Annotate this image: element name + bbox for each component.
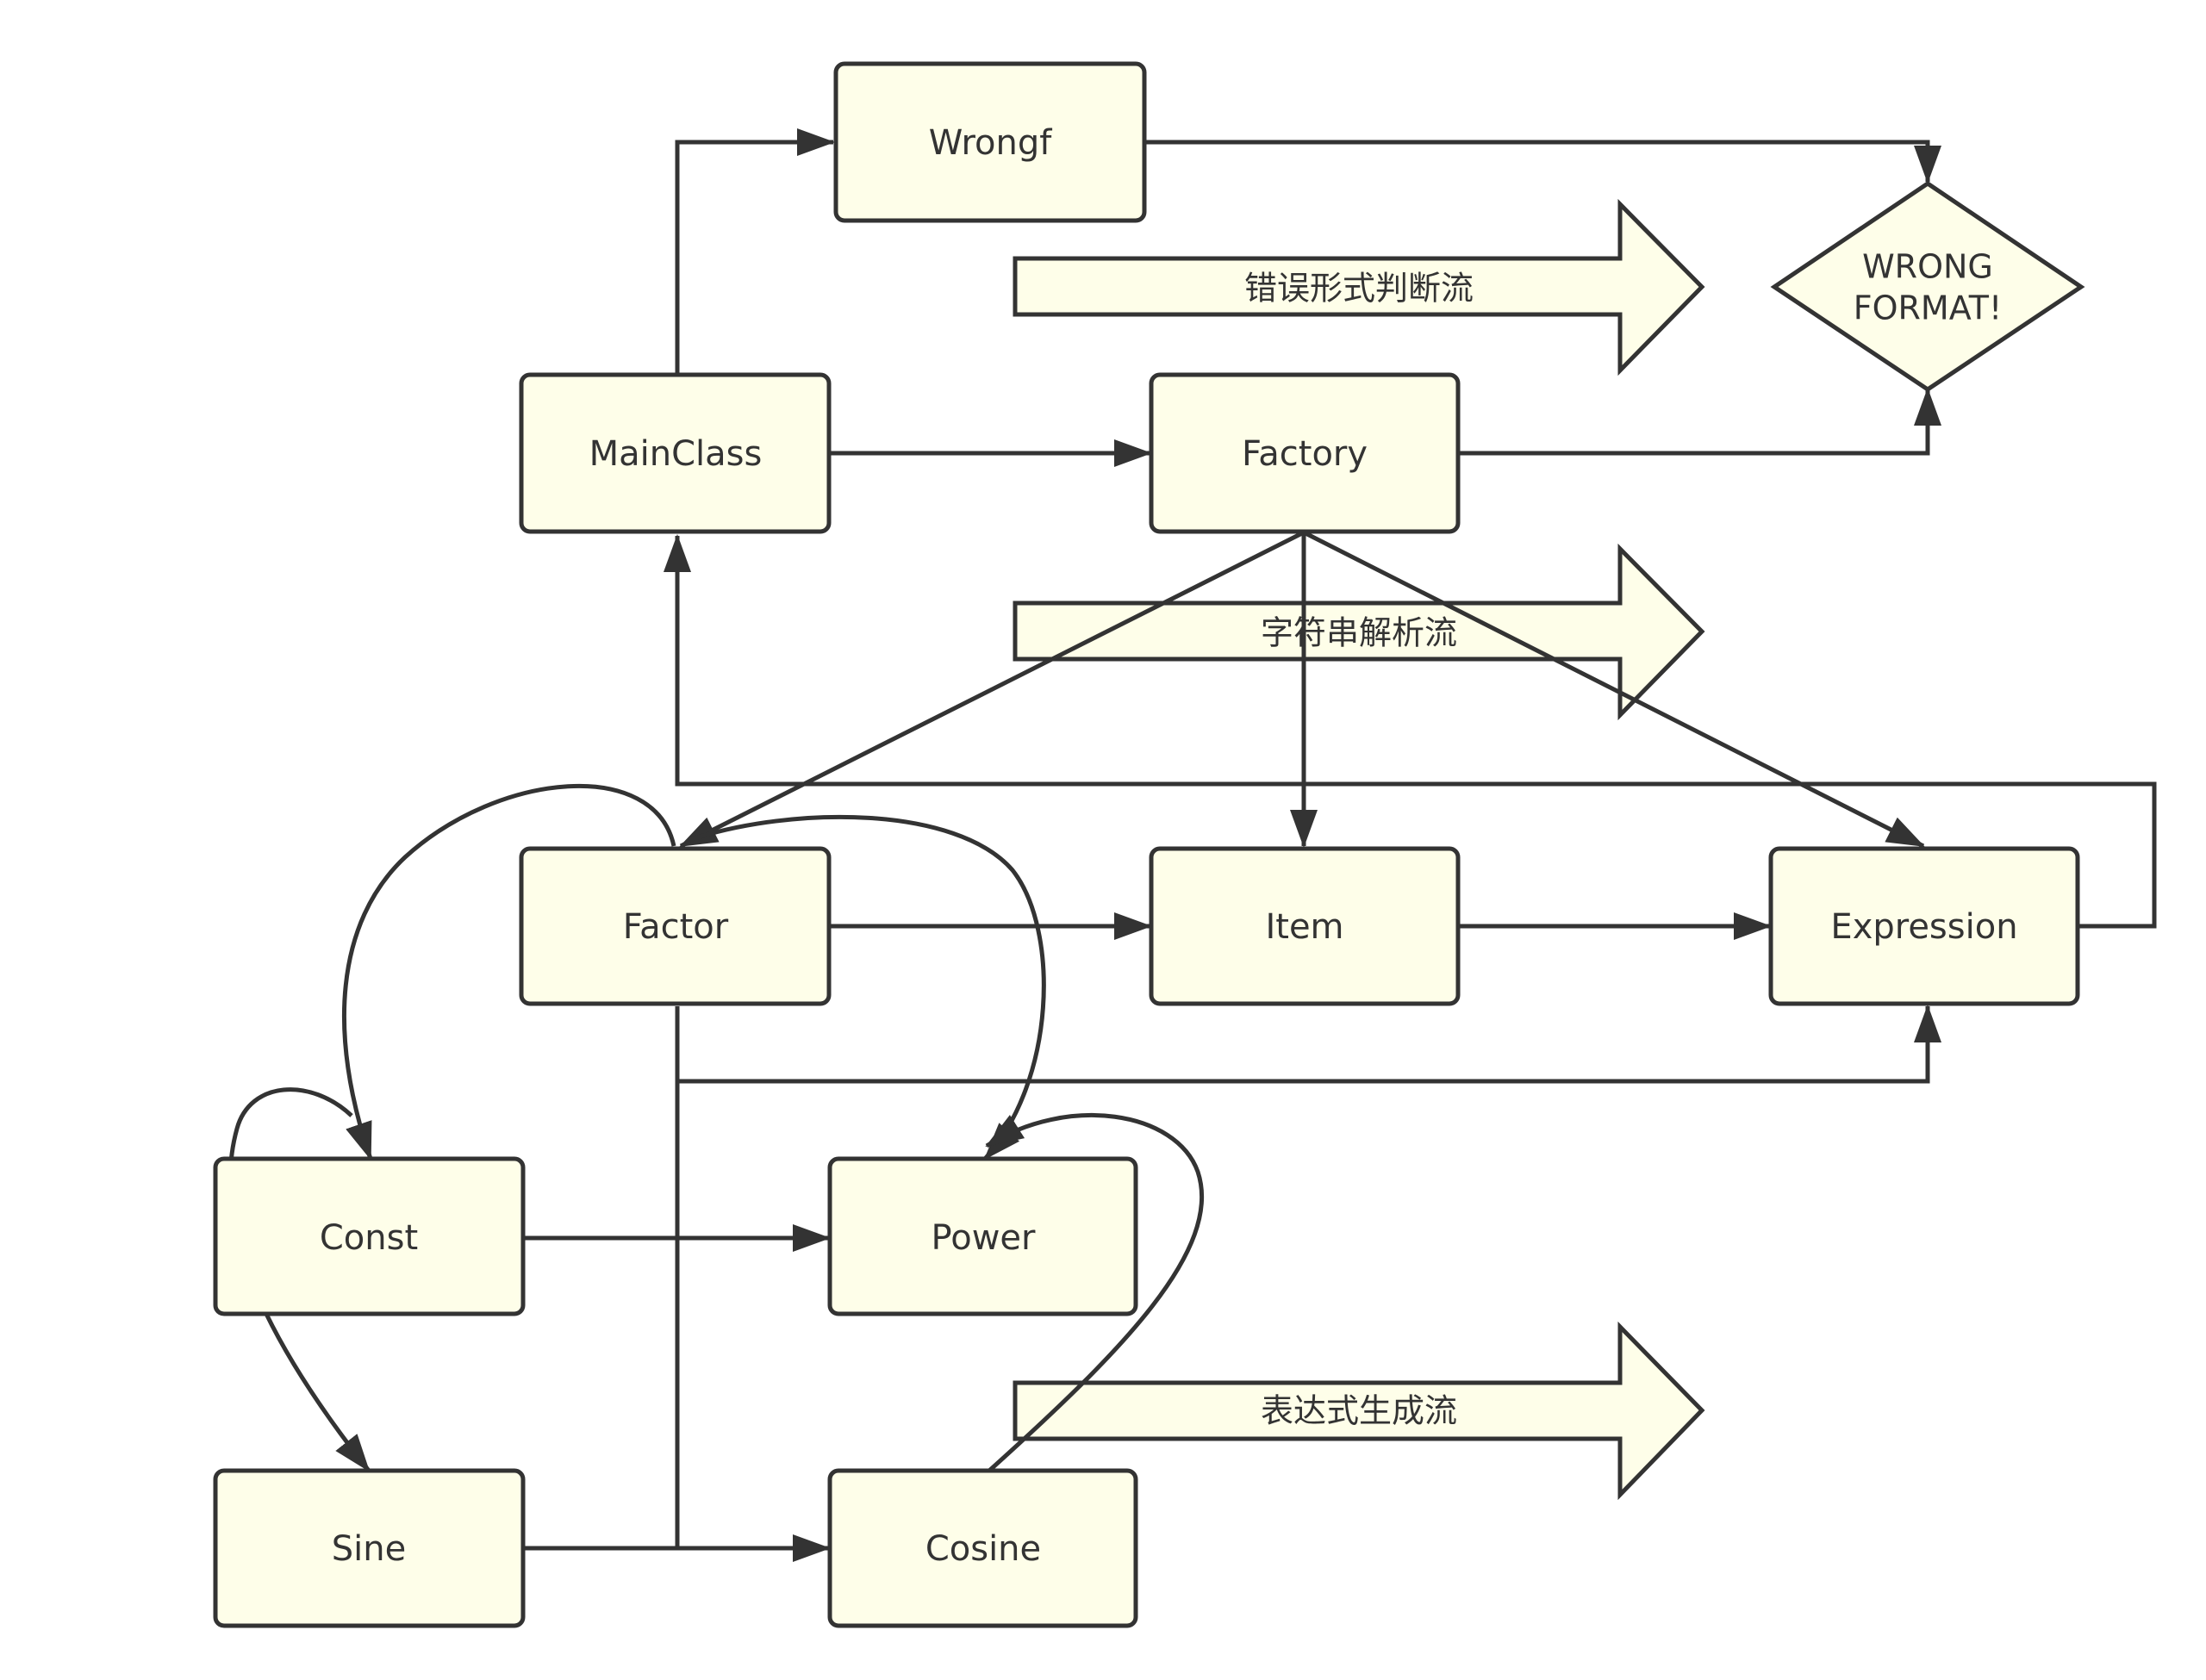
edge-factory-wrongformat — [1458, 388, 1941, 456]
node-factor: Factor — [519, 846, 832, 1006]
flow-label-expr-generate: 表达式生成流 — [1261, 1392, 1457, 1430]
node-label-factory: Factory — [1242, 434, 1368, 474]
node-const: Const — [213, 1156, 526, 1316]
edge-factor-power — [689, 814, 1046, 1160]
edge-factor-expression — [677, 1005, 1941, 1084]
flow-arrow-string-parse: 字符串解析流 — [1013, 543, 1705, 721]
node-label-wrongf: Wrongf — [929, 123, 1053, 163]
node-label-mainclass: MainClass — [589, 434, 763, 474]
node-label-const: Const — [320, 1218, 418, 1258]
decision-label-line2: FORMAT! — [1854, 289, 2002, 327]
edge-expression-mainclass — [664, 534, 2157, 929]
edge-wrongf-wrongformat — [1144, 140, 1941, 184]
node-label-factor: Factor — [623, 907, 729, 947]
node-expression: Expression — [1768, 846, 2080, 1006]
decision-label-line1: WRONG — [1862, 248, 1993, 286]
node-item: Item — [1149, 846, 1461, 1006]
node-label-expression: Expression — [1830, 907, 2017, 947]
edge-factory-expression — [1302, 530, 1925, 849]
node-label-power: Power — [932, 1218, 1036, 1258]
node-wrongf: Wrongf — [833, 61, 1147, 223]
flow-label-string-parse: 字符串解析流 — [1261, 614, 1457, 652]
flow-arrow-wrong-format: 错误形式判断流 — [1013, 198, 1705, 376]
node-label-sine: Sine — [332, 1529, 406, 1569]
edge-factor-const — [341, 783, 676, 1160]
edge-cosine-power — [985, 1113, 1205, 1472]
node-label-item: Item — [1265, 907, 1343, 947]
flow-arrow-expr-generate: 表达式生成流 — [1013, 1321, 1705, 1501]
node-power: Power — [827, 1156, 1138, 1316]
node-cosine: Cosine — [827, 1468, 1138, 1628]
node-label-cosine: Cosine — [925, 1529, 1041, 1569]
node-mainclass: MainClass — [519, 372, 832, 534]
node-wrong-format-decision: WRONG FORMAT! — [1770, 180, 2085, 393]
edge-mainclass-wrongf — [675, 128, 835, 373]
flow-label-wrong-format: 错误形式判断流 — [1244, 270, 1474, 308]
node-factory: Factory — [1149, 372, 1461, 534]
node-sine: Sine — [213, 1468, 526, 1628]
edge-factory-factor — [679, 530, 1306, 849]
